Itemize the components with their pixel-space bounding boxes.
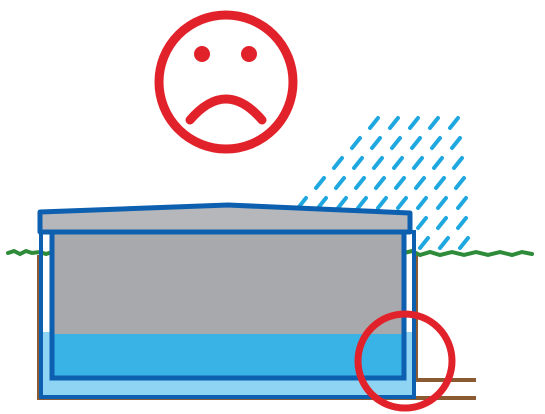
sad-face-right-eye — [241, 46, 257, 62]
red-circle-highlight-icon — [354, 310, 456, 412]
rain-streak — [436, 196, 448, 210]
rain-streak — [450, 136, 462, 150]
rain-icon — [296, 116, 470, 250]
rain-streak — [456, 196, 468, 210]
rain-streak — [436, 216, 448, 230]
rain-streak — [336, 196, 348, 210]
rain-streak — [352, 156, 364, 170]
rain-streak — [418, 236, 430, 250]
sad-face-outline — [154, 10, 298, 154]
roof-slab — [37, 202, 413, 235]
rain-streak — [454, 176, 466, 190]
rain-streak — [314, 176, 326, 190]
rain-streak — [374, 176, 386, 190]
rain-streak — [392, 156, 404, 170]
flood-water-inner — [52, 334, 404, 378]
rain-streak — [356, 196, 368, 210]
rain-streak — [388, 116, 400, 130]
rain-streak — [414, 176, 426, 190]
grass-right — [402, 248, 534, 258]
building — [37, 202, 416, 399]
rain-streak — [438, 236, 450, 250]
rain-streak — [412, 156, 424, 170]
rain-streak — [430, 136, 442, 150]
rain-streak — [448, 116, 460, 130]
rain-streak — [370, 136, 382, 150]
rain-streak — [376, 196, 388, 210]
sad-face-left-eye — [194, 46, 210, 62]
rain-streak — [416, 196, 428, 210]
rain-streak — [354, 176, 366, 190]
sad-face-mouth — [185, 94, 267, 125]
rain-streak — [432, 156, 444, 170]
rain-streak — [428, 116, 440, 130]
rain-streak — [316, 196, 328, 210]
rain-streak — [334, 176, 346, 190]
grass-left — [6, 248, 54, 257]
rain-streak — [408, 116, 420, 130]
rain-streak — [458, 236, 470, 250]
rain-streak — [394, 176, 406, 190]
rain-streak — [332, 156, 344, 170]
rain-streak — [390, 136, 402, 150]
rain-streak — [456, 216, 468, 230]
rain-streak — [452, 156, 464, 170]
rain-streak — [416, 216, 428, 230]
rain-streak — [368, 116, 380, 130]
rain-streak — [372, 156, 384, 170]
rain-streak — [410, 136, 422, 150]
rain-streak — [350, 136, 362, 150]
rain-streak — [396, 196, 408, 210]
sad-face-icon — [154, 10, 298, 154]
rain-streak — [434, 176, 446, 190]
grass-line — [6, 248, 534, 258]
